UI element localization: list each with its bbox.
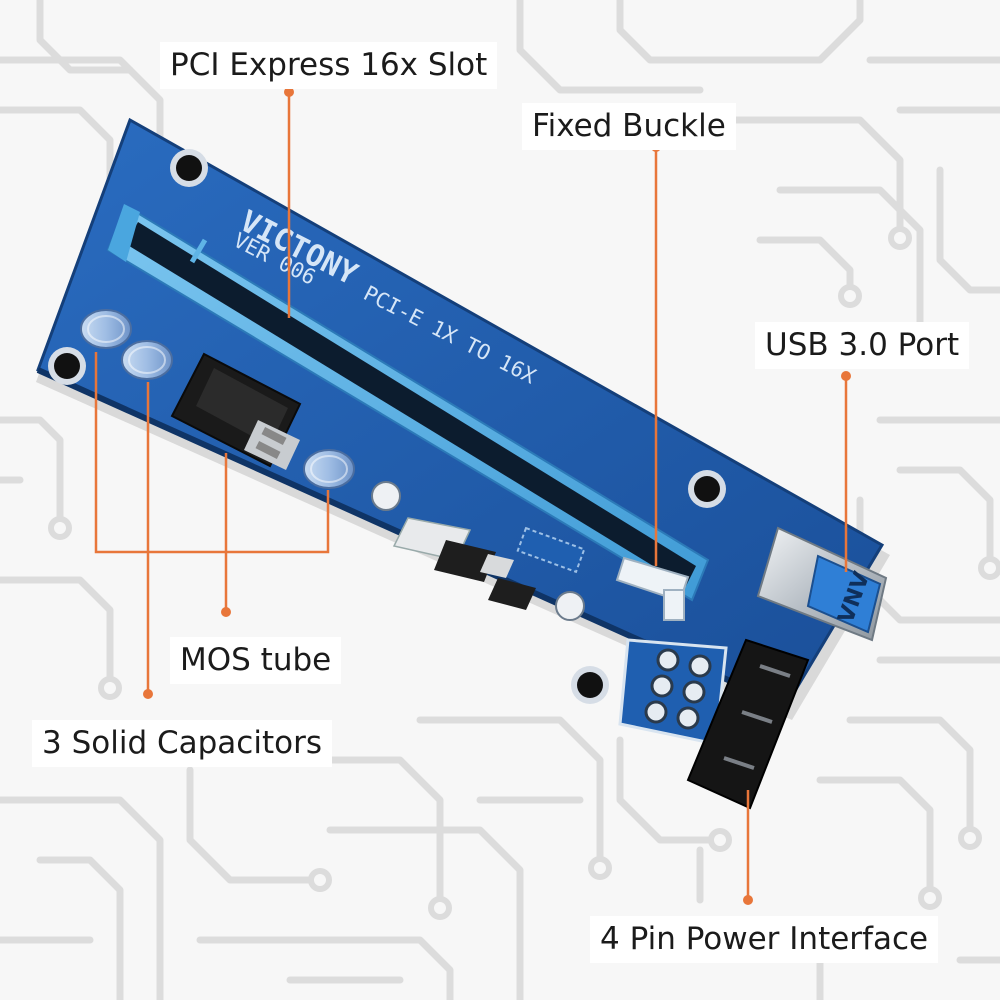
solid-capacitor (303, 449, 355, 489)
leader-lines (94, 92, 848, 900)
mounting-hole-icon (48, 149, 726, 704)
label-mos-tube: MOS tube (170, 637, 342, 684)
label-power-interface: 4 Pin Power Interface (590, 916, 939, 963)
label-usb-3-port: USB 3.0 Port (755, 322, 970, 369)
leader-capacitors (94, 352, 330, 554)
pcie-16x-slot (106, 204, 710, 602)
smd-components (371, 481, 586, 621)
label-fixed-buckle: Fixed Buckle (522, 103, 736, 150)
solid-capacitor (121, 340, 173, 380)
power-connector (618, 638, 810, 810)
solid-capacitor (80, 309, 132, 349)
fixed-buckle (615, 556, 690, 621)
label-solid-capacitors: 3 Solid Capacitors (32, 720, 332, 767)
usb-3-port: VNV (756, 526, 888, 642)
mos-tube (170, 352, 302, 470)
riser-board: VICTONY VER 006 PCI-E 1X TO 16X (36, 117, 890, 810)
label-pcie-16x-slot: PCI Express 16x Slot (160, 42, 498, 89)
